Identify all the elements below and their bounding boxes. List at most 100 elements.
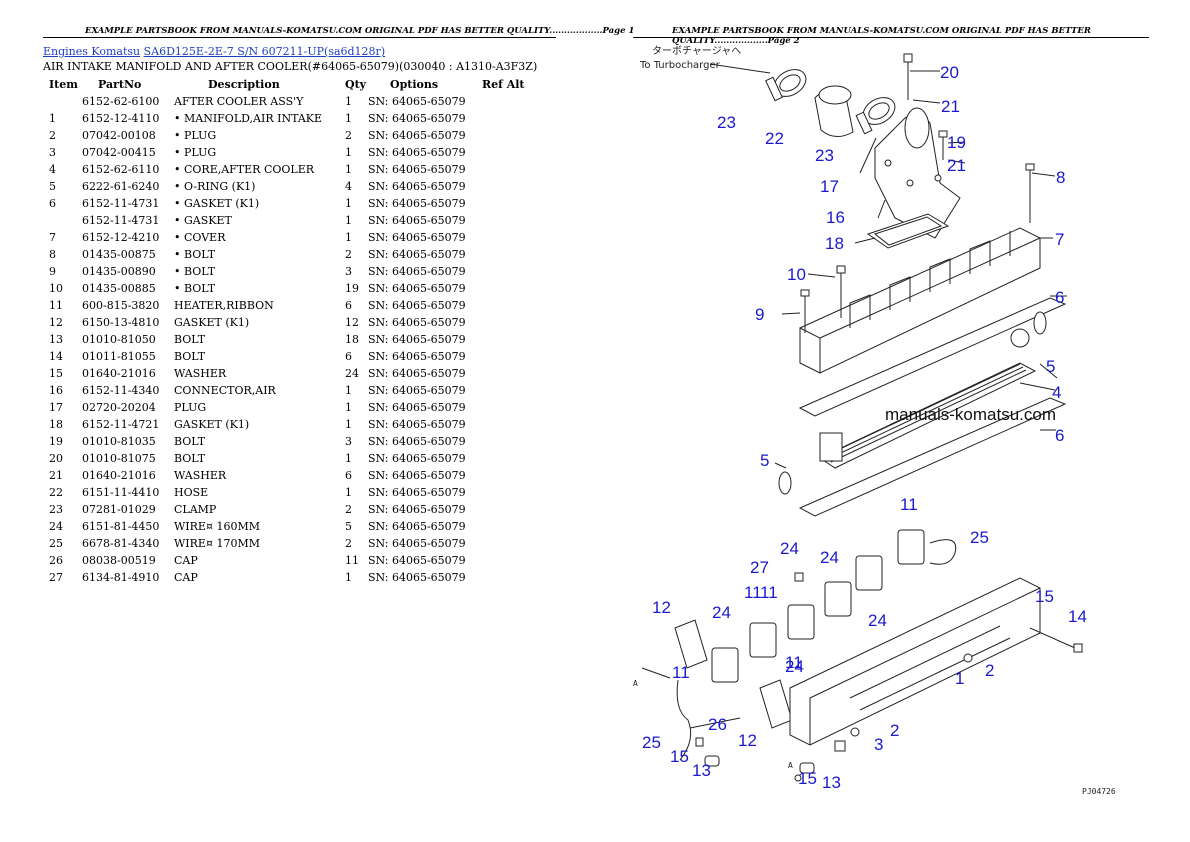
callout-number: 22 [765, 129, 784, 148]
table-header-row: Item PartNo Description Qty Options Ref … [43, 76, 542, 93]
callout-number: 2 [985, 661, 994, 680]
turbo-label: To Turbocharger [639, 60, 721, 71]
cell-item: 16 [49, 384, 63, 397]
cell-partno: 6151-81-4450 [82, 520, 160, 533]
callout-number: 11 [785, 653, 803, 672]
cell-qty: 5 [345, 520, 352, 533]
cell-refalt [482, 331, 542, 348]
cell-refalt [482, 399, 542, 416]
cell-qty: 1 [345, 384, 352, 397]
cell-description: WIRE¤ 160MM [174, 520, 260, 533]
cell-description: WIRE¤ 170MM [174, 537, 260, 550]
cell-item: 2 [49, 129, 56, 142]
callout-number: 15 [798, 769, 817, 788]
cell-partno: 6150-13-4810 [82, 316, 160, 329]
cell-refalt [482, 450, 542, 467]
section-title: AIR INTAKE MANIFOLD AND AFTER COOLER(#64… [43, 60, 538, 73]
callout-number: 14 [1068, 607, 1087, 626]
air-connector [874, 53, 961, 239]
cell-qty: 2 [345, 537, 352, 550]
callout-number: 13 [692, 761, 711, 780]
cell-refalt [482, 365, 542, 382]
cell-description: • BOLT [174, 248, 216, 261]
callout-number: 17 [820, 177, 839, 196]
cell-options: SN: 64065-65079 [368, 537, 466, 550]
callout-number: 4 [1052, 383, 1061, 402]
cell-item: 24 [49, 520, 63, 533]
cell-description: AFTER COOLER ASS'Y [174, 95, 304, 108]
cell-refalt [482, 212, 542, 229]
page1-header: EXAMPLE PARTSBOOK FROM MANUALS-KOMATSU.C… [85, 26, 635, 36]
cell-description: BOLT [174, 350, 206, 363]
cell-qty: 1 [345, 418, 352, 431]
cell-qty: 1 [345, 486, 352, 499]
intake-manifold [789, 577, 1041, 746]
cell-item [43, 93, 82, 110]
parts-table: Item PartNo Description Qty Options Ref … [43, 76, 542, 586]
cell-qty: 2 [345, 129, 352, 142]
callout-number: 6 [1055, 426, 1064, 445]
cell-qty: 6 [345, 350, 352, 363]
cell-refalt [482, 161, 542, 178]
cell-options: SN: 64065-65079 [368, 554, 466, 567]
aftercooler-core [818, 328, 1037, 469]
cell-refalt [482, 416, 542, 433]
col-header-refalt: Ref Alt [482, 78, 525, 91]
callout-number: 11 [760, 583, 778, 602]
ref-a-bottom: A [788, 761, 793, 770]
hose-clamp-group [765, 69, 896, 137]
cell-qty: 6 [345, 469, 352, 482]
cell-options: SN: 64065-65079 [368, 197, 466, 210]
callout-number: 12 [652, 598, 671, 617]
cell-description: • PLUG [174, 129, 217, 142]
col-header-description: Description [208, 78, 280, 91]
cell-refalt [482, 280, 542, 297]
callout-number: 9 [755, 305, 764, 324]
cell-qty: 3 [345, 435, 352, 448]
cell-refalt [482, 297, 542, 314]
callout-number: 1 [955, 669, 964, 688]
turbo-leader [709, 63, 771, 74]
cell-item: 9 [49, 265, 56, 278]
callout-number: 27 [750, 558, 769, 577]
callout-number: 25 [970, 528, 989, 547]
col-header-item: Item [49, 78, 78, 91]
cell-description: • MANIFOLD,AIR INTAKE [174, 112, 323, 125]
cell-item: 14 [49, 350, 63, 363]
callout-number: 11 [900, 495, 918, 514]
manifold-cover [799, 163, 1041, 374]
cell-options: SN: 64065-65079 [368, 520, 466, 533]
cell-options: SN: 64065-65079 [368, 214, 466, 227]
cell-description: PLUG [174, 401, 207, 414]
cell-item: 23 [49, 503, 63, 516]
cell-partno: 6152-12-4110 [82, 112, 160, 125]
cell-qty: 1 [345, 231, 352, 244]
cell-refalt [482, 195, 542, 212]
cell-item: 21 [49, 469, 63, 482]
callout-number: 18 [825, 234, 844, 253]
breadcrumb-link-model[interactable]: SA6D125E-2E-7 S/N 607211-UP(sa6d128r) [143, 45, 386, 58]
cell-description: BOLT [174, 333, 206, 346]
cell-refalt [482, 501, 542, 518]
cell-description: CONNECTOR,AIR [174, 384, 276, 397]
cell-options: SN: 64065-65079 [368, 503, 466, 516]
wire-25 [676, 679, 692, 761]
bolt-14 [1029, 627, 1076, 649]
callout-number: 7 [1055, 230, 1064, 249]
leader-lines [774, 70, 1067, 469]
cell-options: SN: 64065-65079 [368, 384, 466, 397]
callout-number: 2 [890, 721, 899, 740]
gasket-6-lower [798, 397, 1067, 517]
breadcrumb-link-engines[interactable]: Engines Komatsu [43, 45, 141, 58]
callout-number: 19 [947, 133, 966, 152]
cell-item: 27 [49, 571, 63, 584]
cell-item: 20 [49, 452, 63, 465]
cell-item: 12 [49, 316, 63, 329]
cell-refalt [482, 246, 542, 263]
